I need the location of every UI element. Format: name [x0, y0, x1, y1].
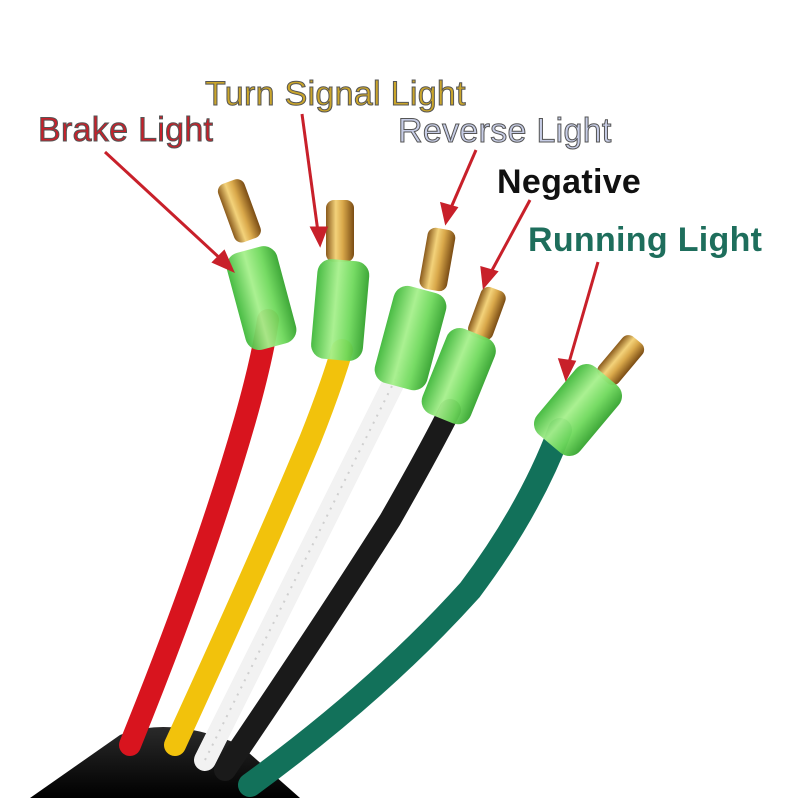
label-reverse-light: Reverse Light	[398, 112, 612, 151]
arrow-reverse	[448, 149, 478, 211]
sleeve-negative	[421, 327, 496, 425]
sleeve-brake	[226, 246, 297, 350]
wire-red	[119, 309, 279, 756]
label-brake-light: Brake Light	[37, 111, 214, 150]
arrowhead-running	[557, 358, 577, 382]
wire-black	[214, 399, 461, 781]
label-turn-signal-light: Turn Signal Light	[205, 75, 467, 114]
sleeve-running	[533, 364, 623, 456]
arrowhead-brake	[211, 249, 235, 273]
arrows	[103, 113, 600, 382]
arrowhead-turn	[309, 226, 329, 248]
wire-yellow	[164, 339, 353, 756]
sleeve-turn	[311, 259, 370, 361]
arrow-running	[566, 261, 600, 367]
wire-green	[238, 418, 572, 797]
terminal-reverse	[419, 227, 456, 292]
label-running-light: Running Light	[528, 221, 763, 259]
arrow-turn	[300, 113, 320, 233]
arrowhead-negative	[480, 265, 499, 290]
terminal-turn	[326, 200, 354, 262]
terminal-negative	[468, 286, 506, 341]
arrow-brake	[103, 150, 226, 264]
terminal-running	[597, 335, 645, 386]
label-negative: Negative	[497, 163, 642, 201]
arrow-negative	[488, 199, 532, 275]
wire-white-outline	[204, 369, 401, 761]
arrowhead-reverse	[439, 201, 459, 226]
sleeve-reverse	[374, 285, 447, 391]
terminal-brake	[217, 179, 261, 243]
